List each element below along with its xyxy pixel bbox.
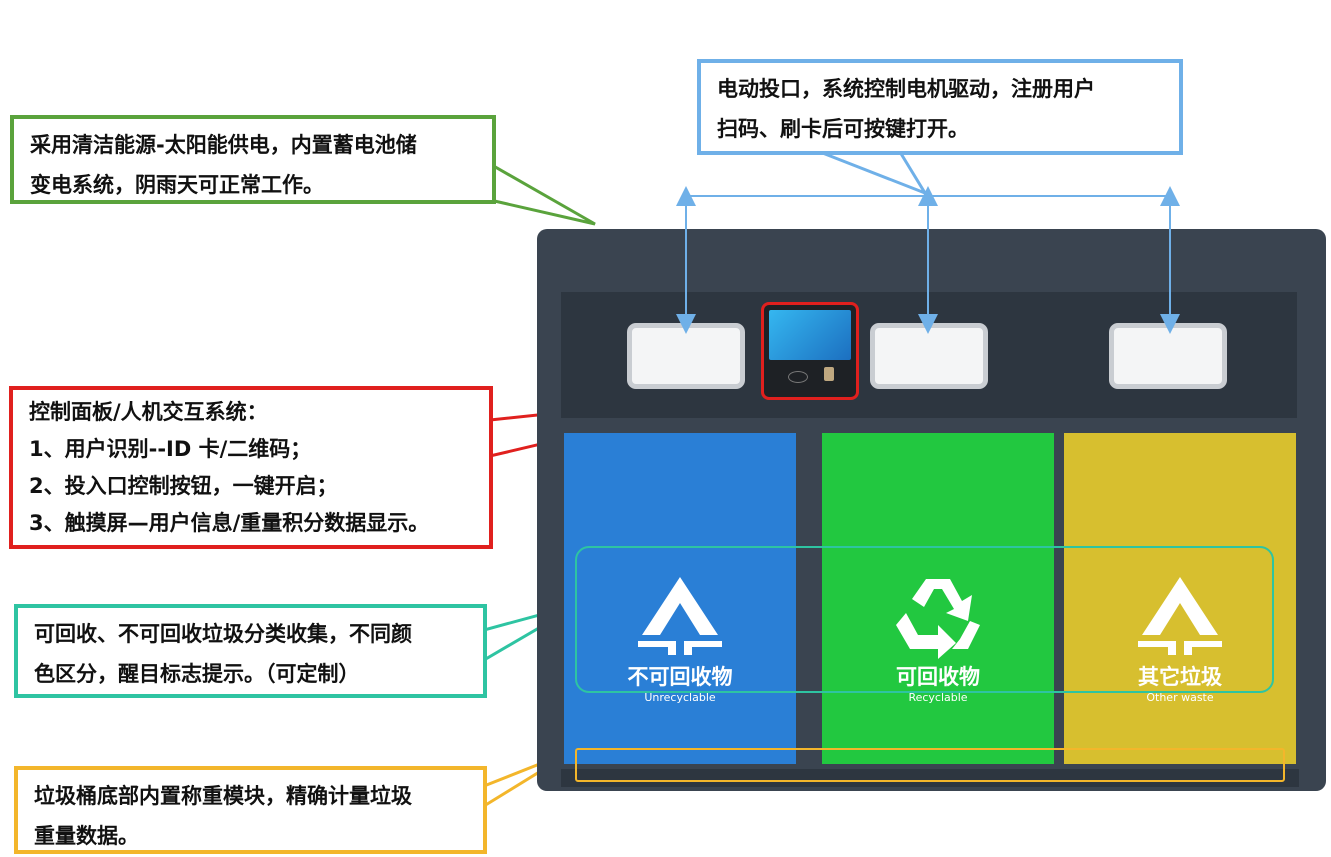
control-panel xyxy=(761,302,859,400)
sorting-highlight-frame xyxy=(575,546,1274,693)
callout-line: 1、用户识别--ID 卡/二维码； xyxy=(29,437,312,461)
bin-label-zh: 不可回收物 xyxy=(627,665,733,689)
callout-line: 垃圾桶底部内置称重模块，精确计量垃圾 xyxy=(34,784,412,808)
triangle-arrows-icon xyxy=(638,577,722,655)
bin-door-unrecyclable: 不可回收物 Unrecyclable xyxy=(564,433,796,764)
inlet-callout: 电动投口，系统控制电机驱动，注册用户 扫码、刷卡后可按键打开。 xyxy=(697,59,1183,155)
weighing-highlight-frame xyxy=(575,748,1285,782)
callout-line: 变电系统，阴雨天可正常工作。 xyxy=(30,173,324,197)
callout-line: 色区分，醒目标志提示。（可定制） xyxy=(34,662,360,686)
callout-line: 可回收、不可回收垃圾分类收集，不同颜 xyxy=(34,622,412,646)
sorting-callout: 可回收、不可回收垃圾分类收集，不同颜 色区分，醒目标志提示。（可定制） xyxy=(14,604,487,698)
callout-line: 采用清洁能源-太阳能供电，内置蓄电池储 xyxy=(30,133,417,157)
callout-line: 2、投入口控制按钮，一键开启； xyxy=(29,474,338,498)
bin-door-other: 其它垃圾 Other waste xyxy=(1064,433,1296,764)
triangle-arrows-icon xyxy=(1138,577,1222,655)
card-reader-icon xyxy=(788,371,808,383)
power-callout: 采用清洁能源-太阳能供电，内置蓄电池储 变电系统，阴雨天可正常工作。 xyxy=(10,115,496,204)
panel-callout: 控制面板/人机交互系统： 1、用户识别--ID 卡/二维码； 2、投入口控制按钮… xyxy=(9,386,493,549)
callout-line: 电动投口，系统控制电机驱动，注册用户 xyxy=(717,77,1095,101)
recycle-icon xyxy=(896,579,980,659)
weighing-callout: 垃圾桶底部内置称重模块，精确计量垃圾 重量数据。 xyxy=(14,766,487,854)
bin-label-zh: 其它垃圾 xyxy=(1138,665,1222,689)
bin-label-en: Unrecyclable xyxy=(644,691,716,704)
callout-line: 扫码、刷卡后可按键打开。 xyxy=(717,117,969,141)
bin-label-en: Recyclable xyxy=(908,691,968,704)
bin-door-recyclable: 可回收物 Recyclable xyxy=(822,433,1054,764)
callout-line: 重量数据。 xyxy=(34,824,139,848)
callout-line: 控制面板/人机交互系统： xyxy=(29,400,268,424)
weighing-base xyxy=(561,769,1299,787)
touch-screen xyxy=(769,310,851,360)
button-icon xyxy=(824,367,834,381)
bin-label-zh: 可回收物 xyxy=(896,665,980,689)
bin-label-en: Other waste xyxy=(1146,691,1214,704)
callout-line: 3、触摸屏—用户信息/重量积分数据显示。 xyxy=(29,511,430,535)
